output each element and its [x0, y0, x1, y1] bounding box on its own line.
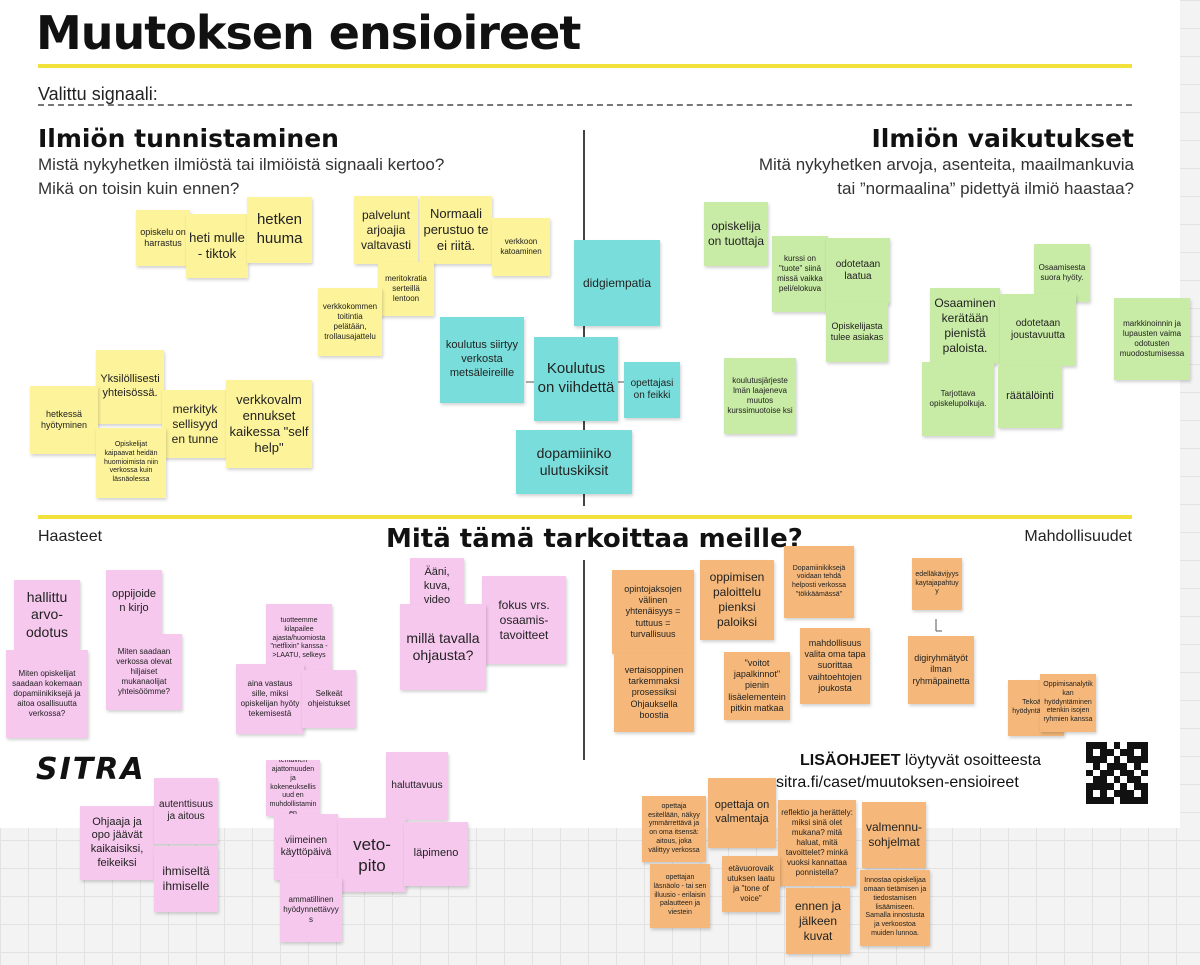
left-section-heading: Ilmiön tunnistaminen	[38, 124, 339, 153]
challenges-label: Haasteet	[38, 528, 103, 545]
sticky-note[interactable]: Normaali perustuo te ei riitä.	[420, 196, 492, 264]
sticky-note[interactable]: opettaja esitellään, näkyy ymmärrettävä …	[642, 796, 706, 862]
sticky-note[interactable]: tehtävien ajattomuuden ja kokeneuksellis…	[266, 760, 320, 816]
sticky-note[interactable]: Koulutus on viihdettä	[534, 337, 618, 421]
sticky-note[interactable]: opettaja on valmentaja	[708, 778, 776, 848]
sticky-note[interactable]: tuotteemme kilapailee ajasta/huomiosta "…	[266, 604, 332, 674]
sticky-note[interactable]: etävuorovaik utuksen laatu ja "tone of v…	[722, 856, 780, 912]
sticky-note[interactable]: verkkovalm ennukset kaikessa "self help"	[226, 380, 312, 468]
page-title: Muutoksen ensioireet	[36, 6, 581, 60]
sticky-note[interactable]: valmennu-sohjelmat	[862, 802, 926, 868]
sticky-note[interactable]: Ohjaaja ja opo jäävät kaikaisiksi, feike…	[80, 806, 154, 880]
sticky-note[interactable]: autenttisuus ja aitous	[154, 778, 218, 844]
sticky-note[interactable]: mahdollisuus valita oma tapa suorittaa v…	[800, 628, 870, 704]
right-section-sub2: tai ”normaalina” pidettyä ilmiö haastaa?	[837, 179, 1134, 198]
sticky-note[interactable]: opettajasi on feikki	[624, 362, 680, 418]
sticky-note[interactable]: millä tavalla ohjausta?	[400, 604, 486, 690]
sticky-note[interactable]: odotetaan joustavuutta	[1000, 294, 1076, 366]
sticky-note[interactable]: opiskelija on tuottaja	[704, 202, 768, 266]
sticky-note[interactable]: opiskelu on harrastus	[136, 210, 190, 266]
sticky-note[interactable]: haluttavuus	[386, 752, 448, 820]
sticky-note[interactable]: hetkessä hyötyminen	[30, 386, 98, 454]
sticky-note[interactable]: verkkoon katoaminen	[492, 218, 550, 276]
sticky-note[interactable]: opintojaksojen välinen yhtenäisyys = tut…	[612, 570, 694, 654]
sticky-note[interactable]: kurssi on "tuote" siinä missä vaikka pel…	[772, 236, 828, 312]
sticky-note[interactable]: Osaamisesta suora hyöty.	[1034, 244, 1090, 302]
sticky-note[interactable]: koulutusjärjeste lmän laajeneva muutos k…	[724, 358, 796, 434]
sticky-note[interactable]: koulutus siirtyy verkosta metsäleireille	[440, 317, 524, 403]
sticky-note[interactable]: markkinoinnin ja lupausten vaima odotust…	[1114, 298, 1190, 380]
sticky-note[interactable]: Miten opiskelijat saadaan kokemaan dopam…	[6, 650, 88, 738]
sticky-note[interactable]: "voitot japalkinnot" pienin lisäelemente…	[724, 652, 790, 720]
sticky-note[interactable]: aina vastaus sille, miksi opiskelijan hy…	[236, 664, 304, 734]
sticky-note[interactable]: dopamiiniko ulutuskiksit	[516, 430, 632, 494]
sticky-note[interactable]: ihmiseltä ihmiselle	[154, 846, 218, 912]
sticky-note[interactable]: odotetaan laatua	[826, 238, 890, 304]
title-underline	[38, 64, 1132, 68]
sticky-note[interactable]: Innostaa opiskelijaa omaan tietämisen ja…	[860, 870, 930, 946]
sticky-note[interactable]: vertaisoppinen tarkemmaksi prosessiksi O…	[614, 654, 694, 732]
sticky-note[interactable]: läpimeno	[404, 822, 468, 886]
sticky-note[interactable]: opettajan läsnäolo - tai sen illuusio - …	[650, 864, 710, 928]
arrow-down-icon	[935, 619, 942, 632]
sticky-note[interactable]: meritokratia serteillä lentoon	[378, 262, 434, 316]
sticky-note[interactable]: viimeinen käyttöpäivä	[274, 814, 338, 880]
sticky-note[interactable]: oppimisen paloittelu pienksi paloiksi	[700, 560, 774, 640]
sticky-note[interactable]: räätälöinti	[998, 366, 1062, 428]
sticky-note[interactable]: Selkeät ohjeistukset	[302, 670, 356, 728]
sticky-note[interactable]: didgiempatia	[574, 240, 660, 326]
sticky-note[interactable]: merkityk sellisyyd en tunne	[162, 390, 228, 458]
sticky-note[interactable]: oppijoiden kirjo	[106, 570, 162, 634]
sticky-note[interactable]: ammatillinen hyödynnettävyys	[280, 878, 342, 942]
sticky-note[interactable]: hallittu arvo-odotus	[14, 580, 80, 650]
sticky-note[interactable]: Miten saadaan verkossa olevat hiljaiset …	[106, 634, 182, 710]
sticky-note[interactable]: heti mulle - tiktok	[186, 214, 248, 278]
sticky-note[interactable]: Dopamiinikiksejä voidaan tehdä helposti …	[784, 546, 854, 618]
qr-code-icon	[1086, 742, 1148, 804]
right-section-sub1: Mitä nykyhetken arvoja, asenteita, maail…	[758, 155, 1134, 174]
sticky-note[interactable]: veto-pito	[338, 818, 406, 892]
sticky-note[interactable]: Opiskelijat kaipaavat heidän huomioimist…	[96, 428, 166, 498]
sticky-note[interactable]: edelläkävijyys kaytajapahtuyy	[912, 558, 962, 610]
sticky-note[interactable]: Yksilöllisesti yhteisössä.	[96, 350, 164, 424]
more-info-line: LISÄOHJEET löytyvät osoitteesta	[800, 752, 1041, 770]
signal-dashed-line	[38, 104, 1132, 106]
signal-label: Valittu signaali:	[38, 84, 158, 104]
sticky-note[interactable]: Tarjottava opiskelupolkuja.	[922, 362, 994, 436]
vertical-divider-bottom	[583, 560, 585, 760]
left-section-sub2: Mikä on toisin kuin ennen?	[38, 179, 240, 198]
bottom-section-heading: Mitä tämä tarkoittaa meille?	[386, 524, 803, 554]
sticky-note[interactable]: hetken huuma	[247, 197, 312, 263]
sticky-note[interactable]: Osaaminen kerätään pienistä paloista.	[930, 288, 1000, 364]
sticky-note[interactable]: Opiskelijasta tulee asiakas	[826, 302, 888, 362]
sticky-note[interactable]: ennen ja jälkeen kuvat	[786, 888, 850, 954]
sticky-note[interactable]: verkkokommen toitintia pelätään, trollau…	[318, 288, 382, 356]
sitra-logo: SITRA	[36, 752, 146, 787]
right-section-heading: Ilmiön vaikutukset	[871, 124, 1135, 153]
middle-separator	[38, 515, 1132, 519]
sticky-note[interactable]: reflektio ja herättely: miksi sinä olet …	[778, 800, 856, 886]
left-section-sub1: Mistä nykyhetken ilmiöstä tai ilmiöistä …	[38, 155, 445, 174]
sticky-note[interactable]: palvelunt arjoajia valtavasti	[354, 196, 418, 264]
more-info-bold: LISÄOHJEET	[800, 752, 901, 769]
sticky-note[interactable]: digiryhmätyöt ilman ryhmäpainetta	[908, 636, 974, 704]
sticky-note[interactable]: fokus vrs. osaamis-tavoitteet	[482, 576, 566, 664]
opportunities-label: Mahdollisuudet	[1024, 528, 1132, 545]
more-info-text: löytyvät osoitteesta	[900, 752, 1041, 769]
sticky-note[interactable]: Oppimisanalytik kan hyödyntäminen etenki…	[1040, 674, 1096, 732]
more-info-url[interactable]: sitra.fi/caset/muutoksen-ensioireet	[776, 774, 1019, 791]
